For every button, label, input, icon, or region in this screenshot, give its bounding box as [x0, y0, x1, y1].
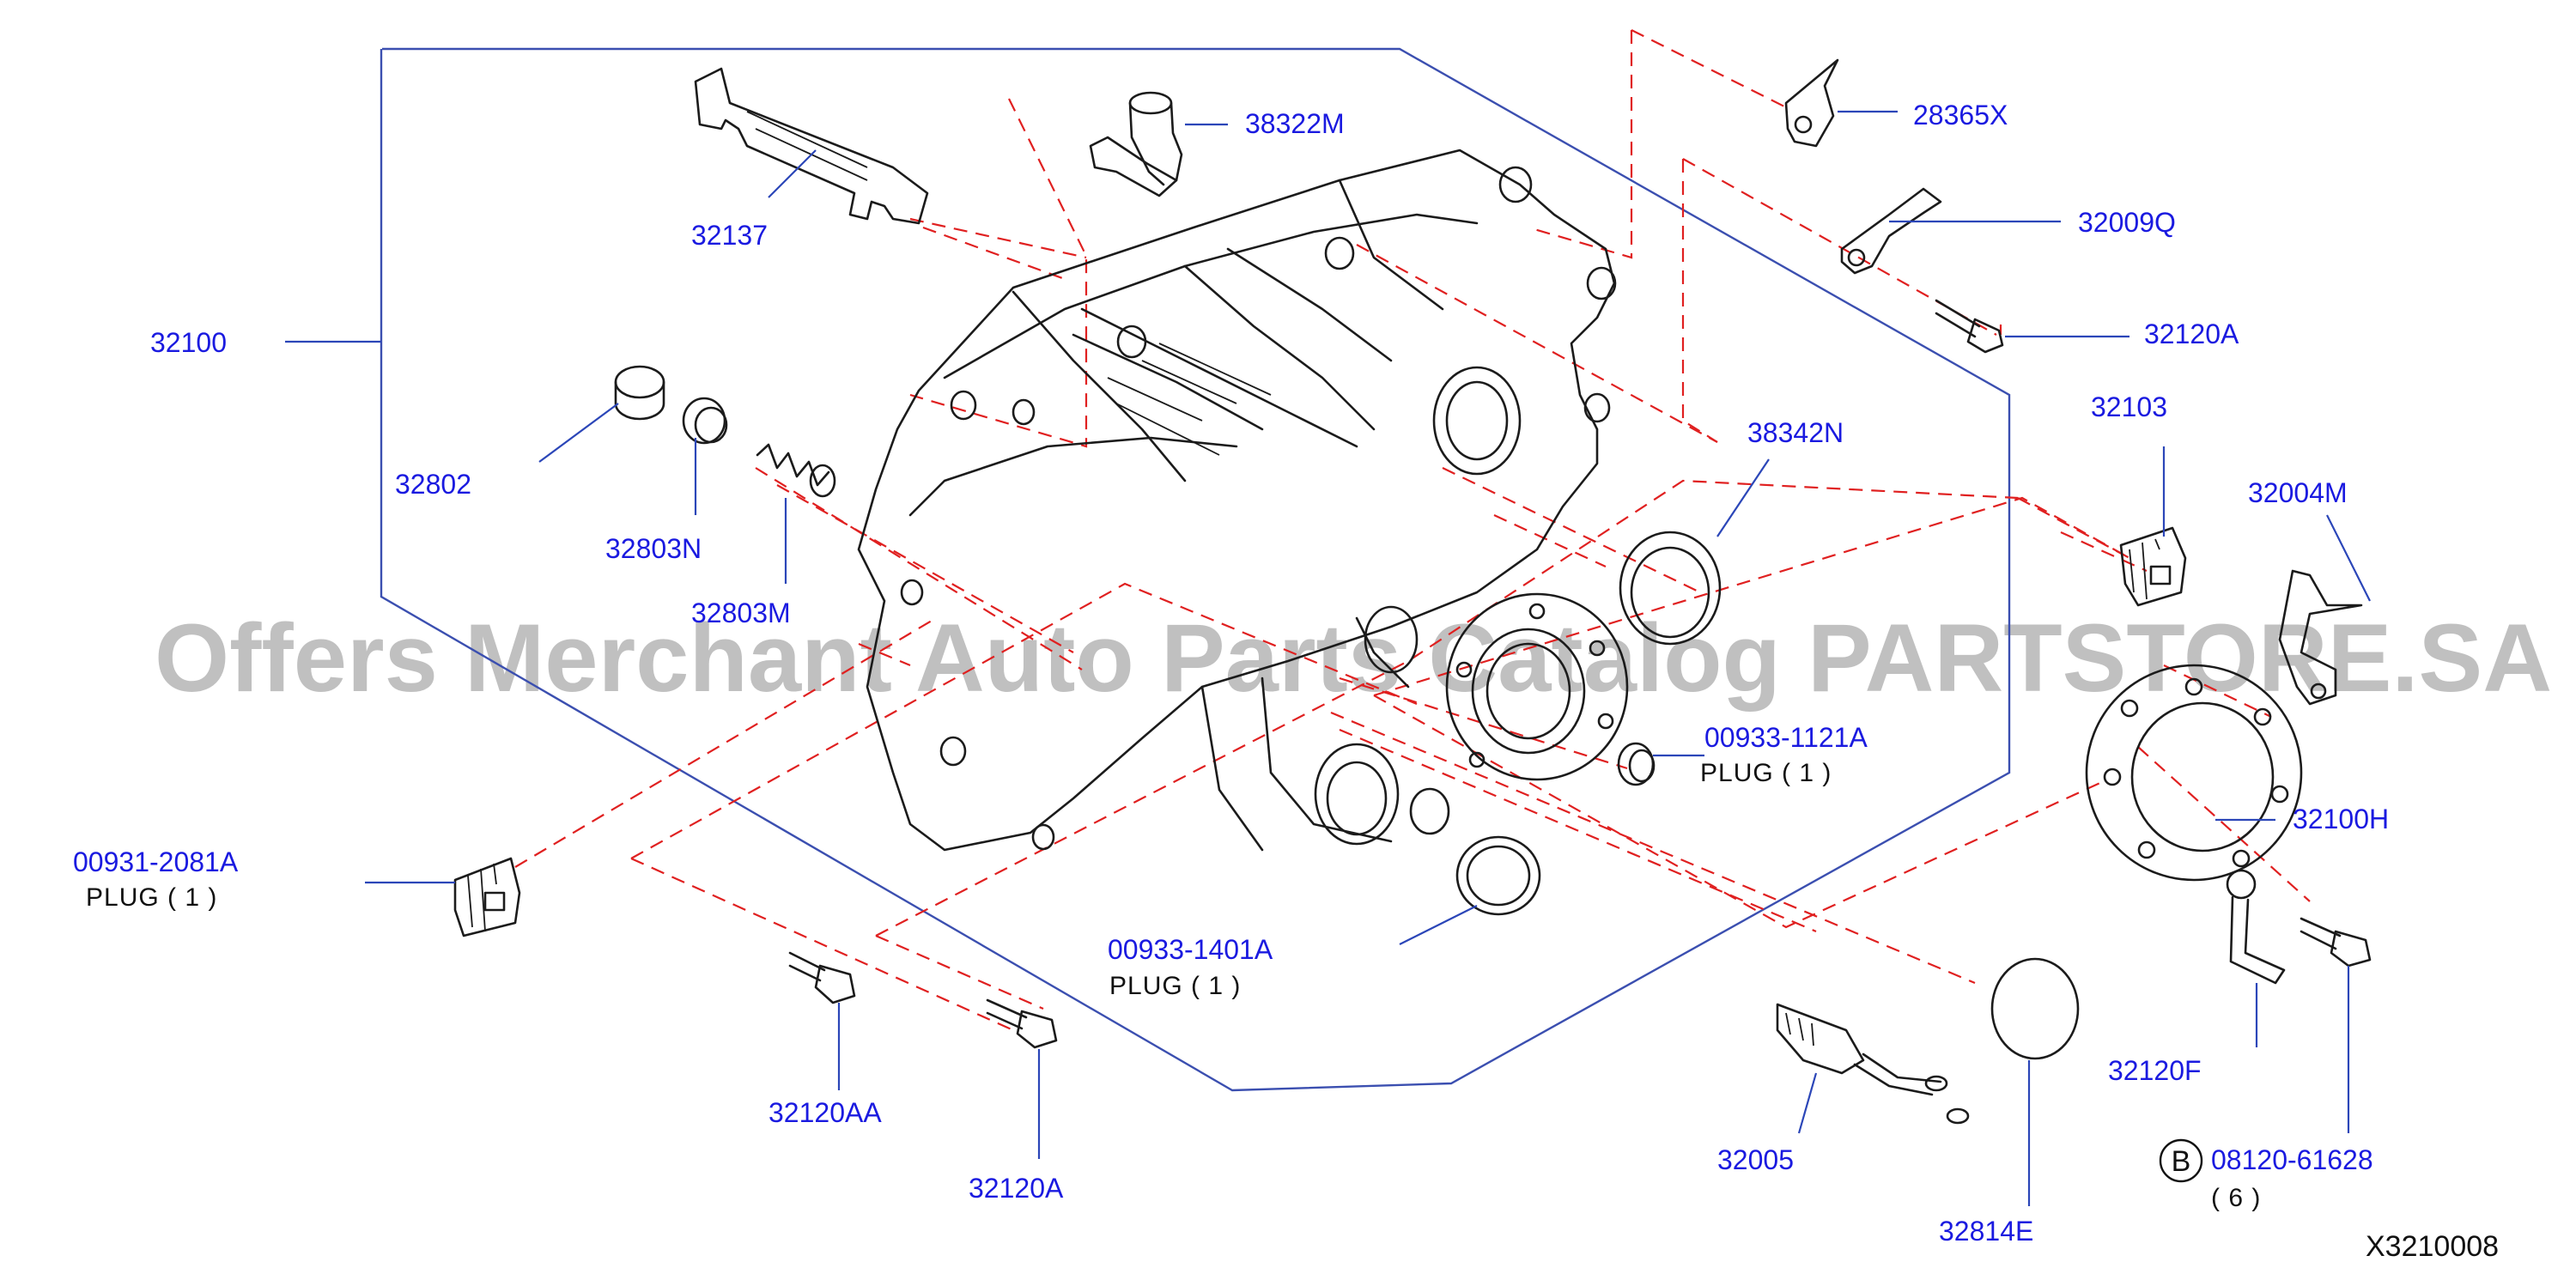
alignment-lines [514, 29, 2311, 1032]
part-label-32005[interactable]: 32005 [1717, 1144, 1794, 1175]
part-label-00933-1401A[interactable]: 00933-1401A [1108, 934, 1273, 965]
bolt-32120A-bottom-drawing [986, 998, 1058, 1049]
oring-32814E-drawing [1990, 957, 2080, 1060]
part-label-32100[interactable]: 32100 [150, 327, 227, 358]
plug-32103-drawing [2119, 526, 2187, 607]
spring-32803M-drawing [756, 443, 836, 498]
clip-28365X-hole [1794, 115, 1813, 134]
part-label-08120-61628[interactable]: 08120-61628 [2211, 1144, 2373, 1175]
part-label-00931-2081A[interactable]: 00931-2081A [73, 846, 239, 877]
badge-b-letter: B [2172, 1145, 2191, 1178]
part-label-32120F[interactable]: 32120F [2108, 1055, 2202, 1086]
plug-00933-1401A-drawing [1455, 835, 1541, 916]
tube-38322M-drawing [1089, 91, 1183, 197]
cap-32802-drawing [614, 365, 665, 421]
part-label-32803M[interactable]: 32803M [691, 598, 791, 628]
part-label-32004M[interactable]: 32004M [2248, 477, 2348, 508]
part-label-32814E[interactable]: 32814E [1939, 1216, 2033, 1247]
plug-note-00931-2081A: PLUG ( 1 ) [86, 883, 217, 912]
transmission-case-drawing [857, 149, 1629, 852]
bolt-32120A-top-drawing [1935, 299, 2004, 354]
part-label-32009Q[interactable]: 32009Q [2078, 207, 2176, 238]
bracket-32009Q-drawing [1840, 187, 1942, 275]
plate-32004M-drawing [2278, 569, 2363, 706]
part-label-32120AA[interactable]: 32120AA [769, 1097, 882, 1128]
watermark-text: Offers Merchant Auto Parts Catalog PARTS… [155, 604, 2552, 712]
part-label-32137[interactable]: 32137 [691, 220, 768, 251]
part-label-32120A-top[interactable]: 32120A [2144, 318, 2239, 349]
part-label-00933-1121A[interactable]: 00933-1121A [1704, 722, 1868, 753]
plug-note-00933-1401A: PLUG ( 1 ) [1109, 972, 1241, 1000]
part-label-32100H[interactable]: 32100H [2293, 804, 2389, 834]
ring-32803N-drawing [682, 397, 728, 445]
part-label-32803N[interactable]: 32803N [605, 533, 702, 564]
leader-lines [365, 110, 2371, 1206]
clip-28365X-drawing [1784, 58, 1839, 148]
part-label-32120A-bottom[interactable]: 32120A [969, 1173, 1064, 1204]
part-label-32103[interactable]: 32103 [2091, 391, 2167, 422]
bracket-32137-drawing [694, 67, 929, 225]
seal-38342N-drawing [1619, 531, 1722, 646]
assembly-boundary [380, 47, 2011, 1092]
bracket-32120F-drawing [2226, 869, 2286, 985]
cover-32100H-drawing [2085, 664, 2303, 882]
plug-note-00933-1121A: PLUG ( 1 ) [1700, 759, 1832, 787]
diagram-code: X3210008 [2366, 1230, 2499, 1263]
part-label-28365X[interactable]: 28365X [1913, 100, 2008, 130]
plug-00931-2081A-drawing [453, 857, 521, 937]
sensor-32005-drawing [1776, 1003, 1970, 1125]
bolt-08120-61628-drawing [2300, 917, 2372, 968]
badge-b: B [2159, 1138, 2203, 1183]
bolt-32120AA-drawing [788, 951, 856, 1004]
plug-00933-1121A-drawing [1617, 742, 1656, 786]
part-label-38342N[interactable]: 38342N [1747, 417, 1844, 448]
part-label-38322M[interactable]: 38322M [1245, 108, 1345, 139]
bracket-32009Q-hole [1847, 248, 1866, 267]
qty-note-08120-61628: ( 6 ) [2211, 1184, 2261, 1212]
part-label-32802[interactable]: 32802 [395, 469, 471, 500]
